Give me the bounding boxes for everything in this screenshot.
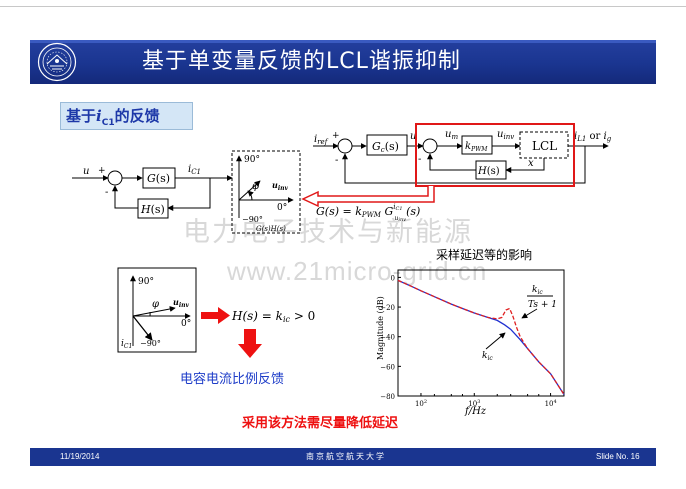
subtitle-prefix: 基于 [66, 107, 97, 125]
degm90-top: −90° [242, 215, 263, 224]
sum-junction-1 [337, 138, 353, 154]
sum-junction-2 [422, 138, 438, 154]
slide-title: 基于单变量反馈的LCL谐振抑制 [142, 49, 461, 74]
ic1-phasor: iC1 [121, 339, 132, 350]
ghs-label: G(s)H(s) [256, 225, 286, 233]
footer-school: 南京航空航天大学 [306, 452, 386, 461]
sum2-minus: - [418, 154, 421, 165]
gc-block [366, 134, 408, 156]
highlight-arrow [301, 186, 435, 208]
footer-date: 11/19/2014 [60, 452, 100, 461]
x-label: x [528, 158, 534, 169]
deg90-bottom: 90° [138, 277, 154, 287]
kpwm-block [461, 135, 493, 155]
watermark-line-2: www.21micro-grid.cn [227, 256, 488, 286]
top-rule [0, 6, 686, 7]
x-ticks: 102 103 104 [415, 393, 557, 408]
uinv-phasor-top: uinv [272, 180, 288, 192]
subtitle-box [60, 102, 193, 130]
y-tick-label: 0 [391, 274, 395, 282]
plot-frame [397, 269, 565, 397]
sum3-minus: - [105, 187, 108, 198]
sum1-plus: + [332, 131, 340, 141]
iref-label: iref [314, 134, 329, 146]
top-control-diagram: iref + - Gc(s) u - um kPWM uinv LCL iL1 … [313, 123, 612, 187]
magnitude-chart: 0 −20 −40 −60 −80 102 103 104 Magnitude (dB) f… [376, 269, 565, 417]
kic-pointer [485, 332, 506, 350]
u-label-top: u [410, 131, 416, 142]
gc-label: Gc(s) [372, 140, 399, 154]
header-band [30, 40, 656, 84]
degm90-bottom: −90° [140, 339, 161, 348]
deg90-top: 90° [244, 155, 260, 165]
series-line-1 [397, 279, 565, 395]
footer-band [30, 448, 656, 466]
highlight-box [415, 123, 575, 187]
gs-label: G(s) [147, 172, 170, 185]
hs-formula: H(s) = kic > 0 [231, 309, 315, 324]
sum-junction-3 [107, 170, 123, 186]
um-label: um [445, 129, 458, 141]
x-tick-label: 103 [468, 399, 480, 408]
kic-annotation: kic [482, 351, 493, 362]
sum3-plus: + [98, 166, 106, 176]
x-tick-label: 104 [545, 399, 557, 408]
y-tick-label: −40 [380, 334, 395, 342]
ic1-label-left: iC1 [188, 164, 201, 176]
subtitle-var: i [96, 107, 102, 125]
series-line-2 [397, 279, 565, 395]
frac-pointer [521, 308, 538, 319]
u-label-left: u [83, 166, 89, 177]
university-seal-icon [37, 42, 77, 82]
deg0-bottom: 0° [181, 319, 191, 329]
red-arrow-down [238, 329, 262, 358]
subtitle-var-sub: C1 [101, 118, 115, 128]
series-group [397, 279, 565, 395]
phi-top: φ [252, 181, 259, 192]
output-label: iL1 or ig [574, 131, 612, 143]
left-block-diagram: u + - G(s) iC1 H(s) [72, 164, 233, 219]
watermark-line-1: 电力电子技术与新能源 [183, 217, 473, 248]
phasor-diagram-bottom: 90° φ uinv 0° iC1 −90° [117, 267, 197, 353]
frac-num: kic [532, 285, 543, 296]
footer-slide-number: Slide No. 16 [596, 452, 640, 461]
sum1-minus: - [335, 155, 338, 166]
note-reduce-delay: 采用该方法需尽量降低延迟 [242, 416, 399, 431]
y-tick-label: −60 [380, 363, 395, 371]
x-tick-label: 102 [415, 399, 427, 408]
chart-title: 采样延迟等的影响 [436, 248, 533, 262]
y-tick-label: −20 [380, 304, 395, 312]
y-axis-label: Magnitude (dB) [376, 296, 385, 360]
kpwm-label: kPWM [465, 141, 488, 153]
phi-bottom: φ [152, 299, 159, 310]
deg0-top: 0° [277, 203, 287, 213]
subtitle-suffix: 的反馈 [114, 107, 160, 125]
lcl-label: LCL [532, 139, 557, 153]
phasor-diagram-top: 90° φ uinv 0° −90° G(s)H(s) [231, 150, 301, 234]
uinv-phasor-bottom: uinv [173, 297, 189, 309]
hs-label-left: H(s) [140, 203, 165, 216]
note-capacitor-feedback: 电容电流比例反馈 [180, 372, 285, 387]
x-axis-label: f/Hz [464, 406, 487, 417]
uinv-label-top: uinv [497, 129, 514, 141]
y-ticks: 0 −20 −40 −60 −80 [380, 274, 401, 401]
hs-label-top: H(s) [477, 166, 500, 177]
frac-den: Ts + 1 [528, 300, 557, 310]
subtitle: 基于iC1的反馈 [66, 106, 160, 128]
lcl-block [519, 131, 569, 159]
red-arrow-right [201, 307, 230, 324]
y-tick-label: −80 [380, 393, 395, 401]
